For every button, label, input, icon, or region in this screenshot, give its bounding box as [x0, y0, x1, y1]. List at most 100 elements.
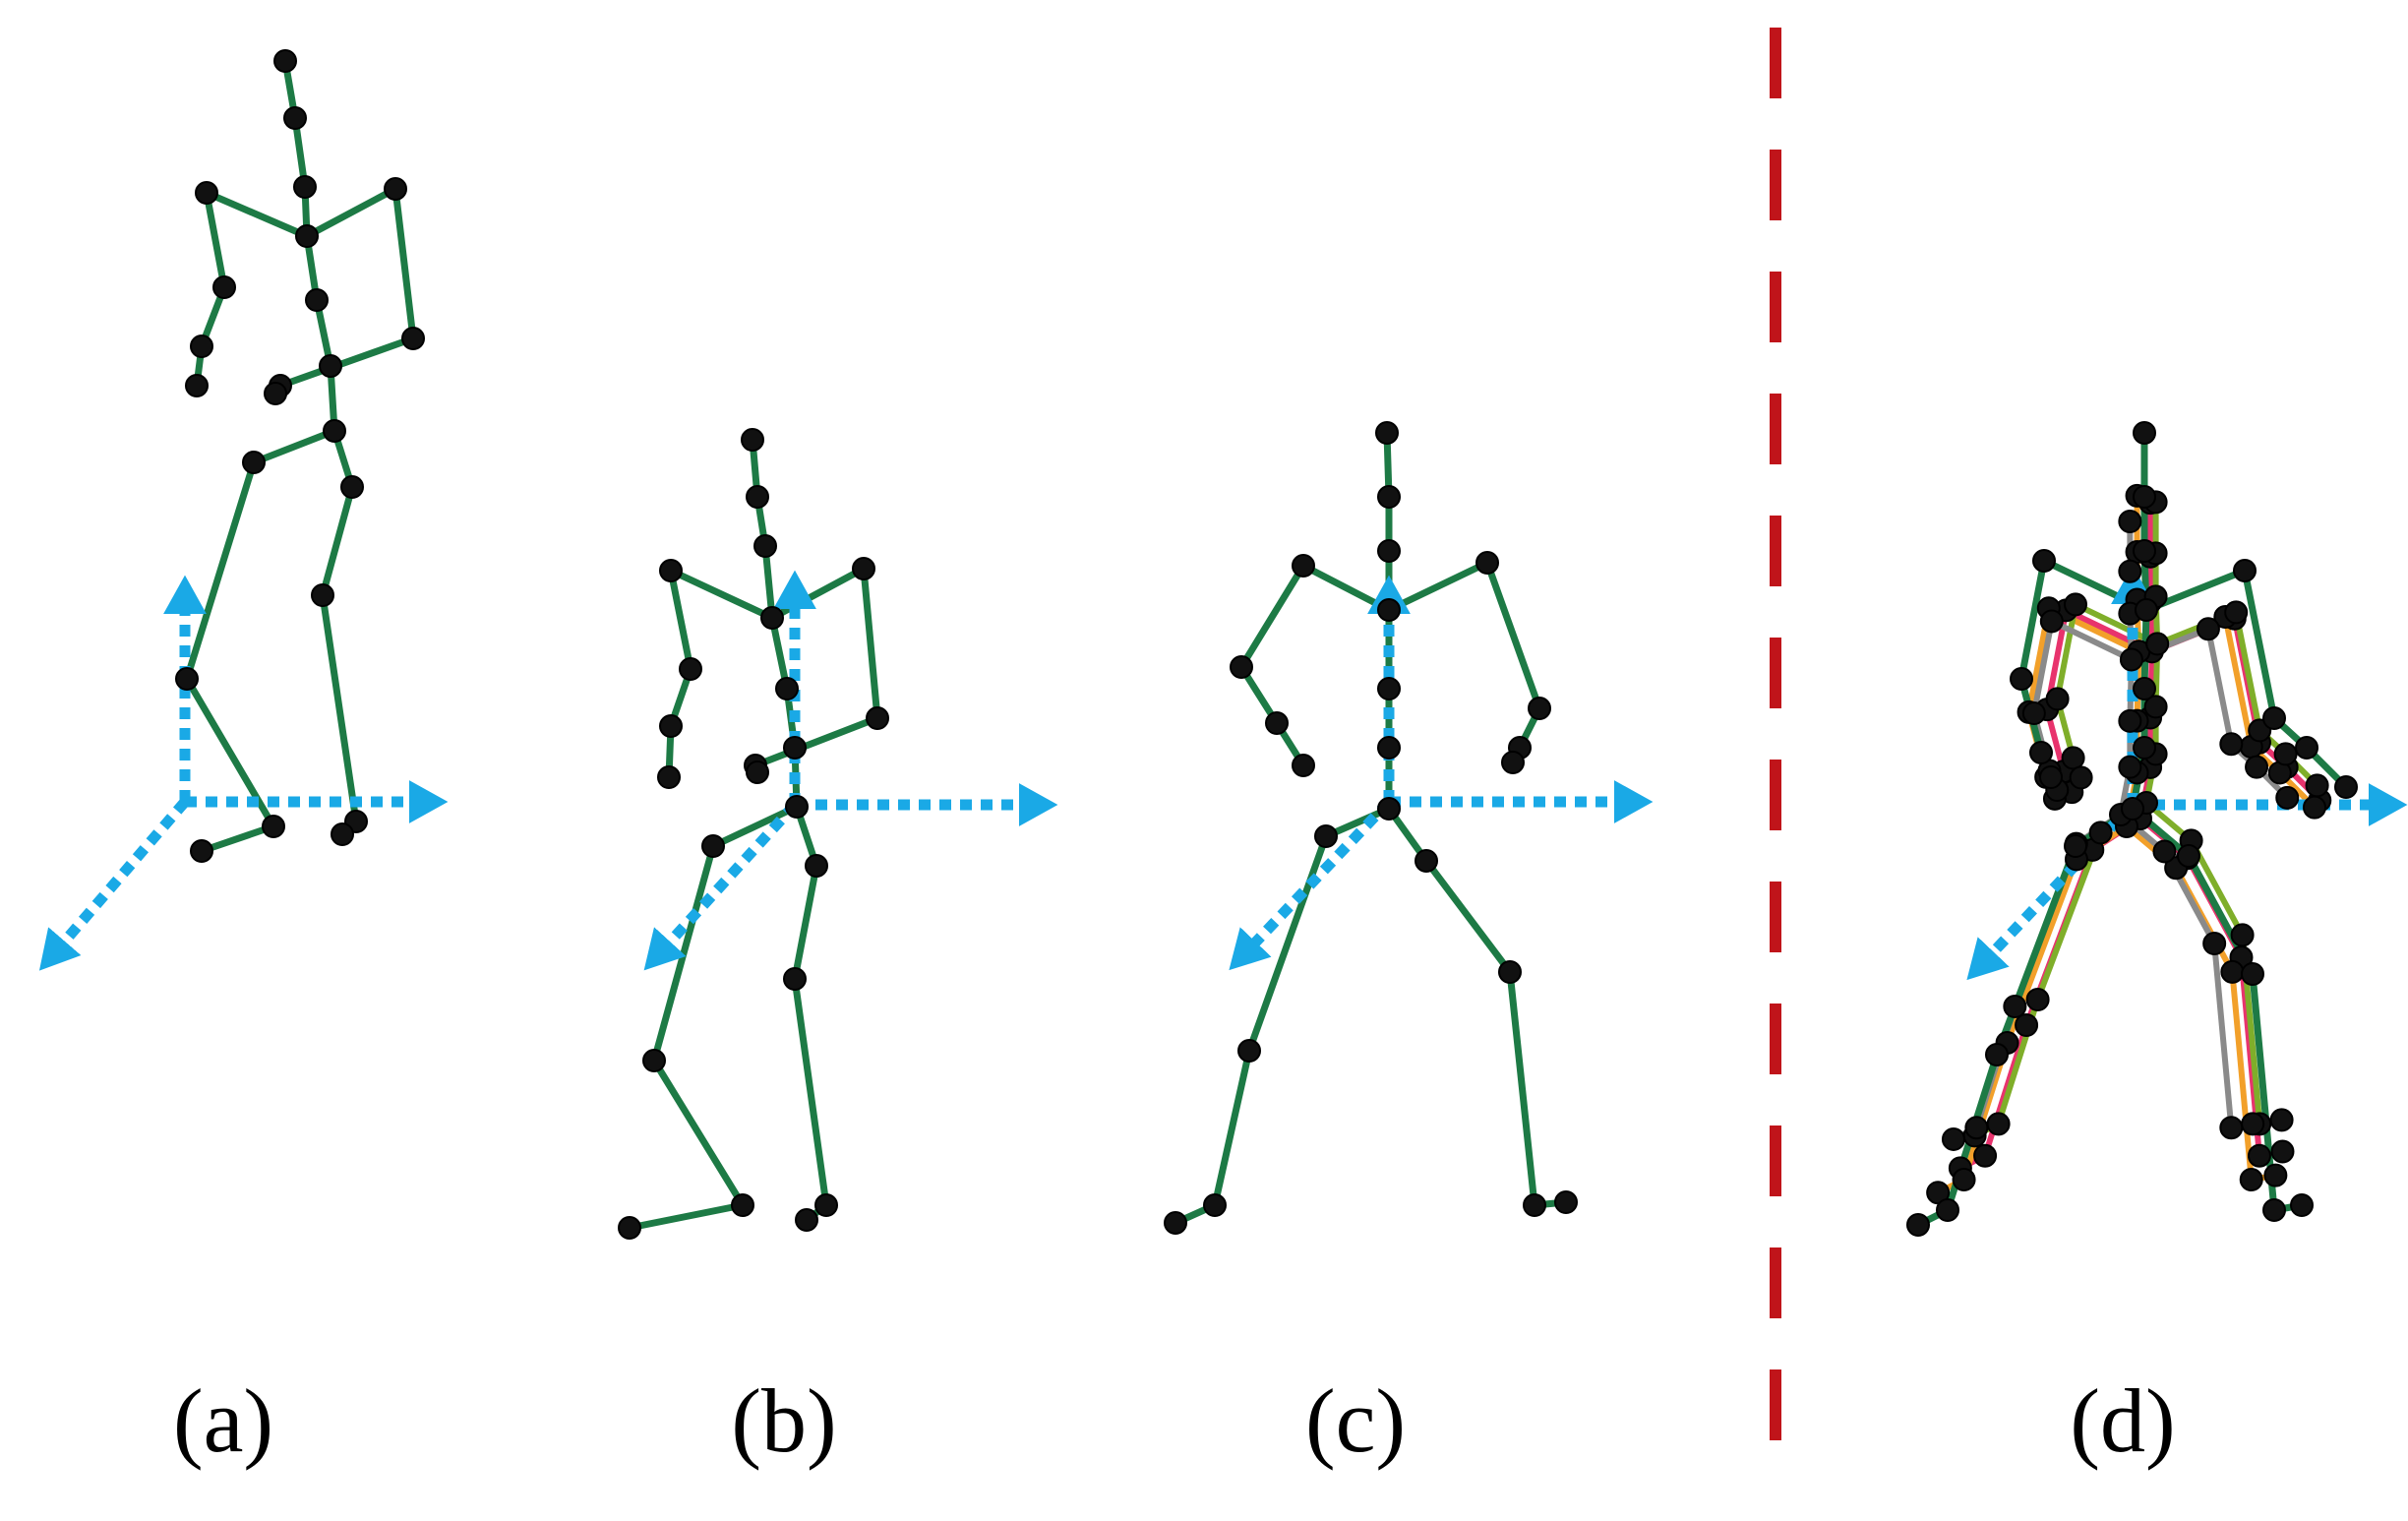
- skeleton-joint: [319, 354, 342, 378]
- skeleton-joint: [1528, 697, 1551, 720]
- skeleton-bone: [2030, 618, 2055, 717]
- panel-d: [1906, 421, 2408, 1237]
- skeleton-joint: [2241, 962, 2264, 986]
- skeleton-joint: [283, 106, 307, 130]
- skeleton-bone: [203, 189, 311, 240]
- skeleton-joint: [1554, 1190, 1578, 1214]
- skeleton-bone: [2054, 601, 2078, 702]
- skeleton-joint: [2263, 1163, 2288, 1187]
- skeleton-joint: [2241, 1112, 2265, 1136]
- skeleton-joint: [2275, 785, 2300, 810]
- skeleton-bone: [1245, 832, 1330, 1055]
- skeleton-joint: [1936, 1198, 1959, 1222]
- skeleton-bone: [860, 565, 881, 722]
- skeleton-joint: [401, 327, 425, 350]
- skeleton-bone: [768, 614, 791, 693]
- skeleton-bone: [761, 542, 776, 622]
- skeleton-joint: [190, 839, 213, 863]
- skeleton-bone: [203, 189, 228, 291]
- skeleton-joint: [2196, 617, 2220, 641]
- skeleton-joint: [1377, 539, 1401, 563]
- skeleton-bone: [1299, 562, 1393, 614]
- skeleton-joint: [2219, 732, 2244, 757]
- skeleton-joint: [2064, 834, 2087, 858]
- skeleton-joint: [293, 175, 317, 199]
- skeleton-joint: [2269, 1108, 2294, 1132]
- skeleton-bone: [1237, 562, 1307, 671]
- skeleton-joint: [746, 485, 769, 509]
- skeleton-joint: [618, 1216, 641, 1240]
- panel-label-a: (a): [173, 1370, 273, 1471]
- skeleton-joint: [2064, 592, 2087, 617]
- skeleton-joint: [1377, 485, 1401, 509]
- skeleton-bone: [2048, 618, 2135, 663]
- skeleton-joint: [1375, 421, 1399, 445]
- skeleton-bone: [791, 862, 820, 983]
- skeleton-joint: [305, 288, 329, 312]
- skeleton-joint: [2133, 736, 2156, 760]
- skeleton-joint: [1475, 551, 1499, 575]
- skeleton-joint: [746, 760, 769, 784]
- skeleton-joint: [2032, 549, 2056, 573]
- skeleton-bone: [183, 458, 258, 683]
- skeleton-joint: [2245, 755, 2269, 779]
- skeleton-joint: [1985, 1043, 2009, 1066]
- skeleton-joint: [2133, 485, 2156, 509]
- axis-depth: [643, 801, 800, 971]
- skeleton-joint: [814, 1193, 838, 1217]
- skeleton-joint: [852, 557, 875, 580]
- skeleton-joint: [1265, 711, 1289, 735]
- skeleton-joint: [753, 534, 777, 558]
- skeleton-joint: [2152, 839, 2177, 864]
- axis-depth: [1229, 798, 1393, 971]
- skeleton-joint: [1237, 1039, 1261, 1063]
- skeleton-joint: [1501, 751, 1525, 774]
- skeleton-joint: [2021, 701, 2046, 726]
- panel-label-d: (d): [2070, 1370, 2175, 1471]
- skeleton-bone: [198, 822, 277, 855]
- skeleton-joints-c: [1164, 421, 1578, 1235]
- skeleton-joint: [2118, 510, 2142, 534]
- skeleton-joint: [2290, 1193, 2314, 1217]
- axis-depth: [38, 798, 190, 971]
- skeleton-joint: [1377, 736, 1401, 760]
- skeleton-bone: [2211, 941, 2235, 1131]
- skeleton-joint: [2224, 600, 2249, 625]
- skeleton-bone: [2229, 968, 2255, 1184]
- skeleton-joint: [2262, 1198, 2286, 1222]
- skeleton-joint: [264, 382, 287, 405]
- skeleton-joint: [311, 583, 334, 607]
- skeleton-bone: [1982, 1022, 2030, 1159]
- skeleton-joint: [2133, 539, 2156, 563]
- skeleton-joint: [2247, 1143, 2271, 1168]
- skeleton-joint: [384, 177, 407, 201]
- skeleton-joint: [242, 451, 266, 474]
- skeleton-joint: [2061, 746, 2085, 770]
- skeleton-joint: [323, 419, 346, 443]
- skeleton-joint: [273, 49, 297, 73]
- skeleton-joint: [775, 677, 799, 700]
- skeleton-joint: [1906, 1213, 1930, 1237]
- skeleton-joint: [2273, 742, 2298, 766]
- skeleton-bone: [1385, 559, 1491, 614]
- panel-label-c: (c): [1305, 1370, 1406, 1471]
- skeleton-bone: [667, 567, 694, 673]
- skeleton-joint: [2295, 736, 2318, 760]
- panel-a: [38, 49, 449, 971]
- skeleton-bone: [626, 1201, 747, 1232]
- skeleton-joint: [2135, 598, 2158, 622]
- skeleton-joint: [340, 475, 364, 499]
- skeleton-joint: [262, 815, 285, 838]
- skeleton-joint: [1292, 754, 1315, 777]
- skeleton-bone: [768, 565, 868, 622]
- skeleton-joint: [2177, 844, 2200, 868]
- skeleton-joints-d: [1906, 421, 2358, 1237]
- panel-b: [618, 428, 1058, 1240]
- skeleton-joint: [731, 1193, 754, 1217]
- skeleton-bone: [1506, 968, 1538, 1209]
- skeleton-joint: [2133, 677, 2156, 700]
- skeleton-joint: [2039, 765, 2063, 789]
- skeleton-joints-a: [175, 49, 425, 863]
- skeleton-joint: [659, 714, 683, 738]
- skeleton-joint: [2219, 1116, 2244, 1140]
